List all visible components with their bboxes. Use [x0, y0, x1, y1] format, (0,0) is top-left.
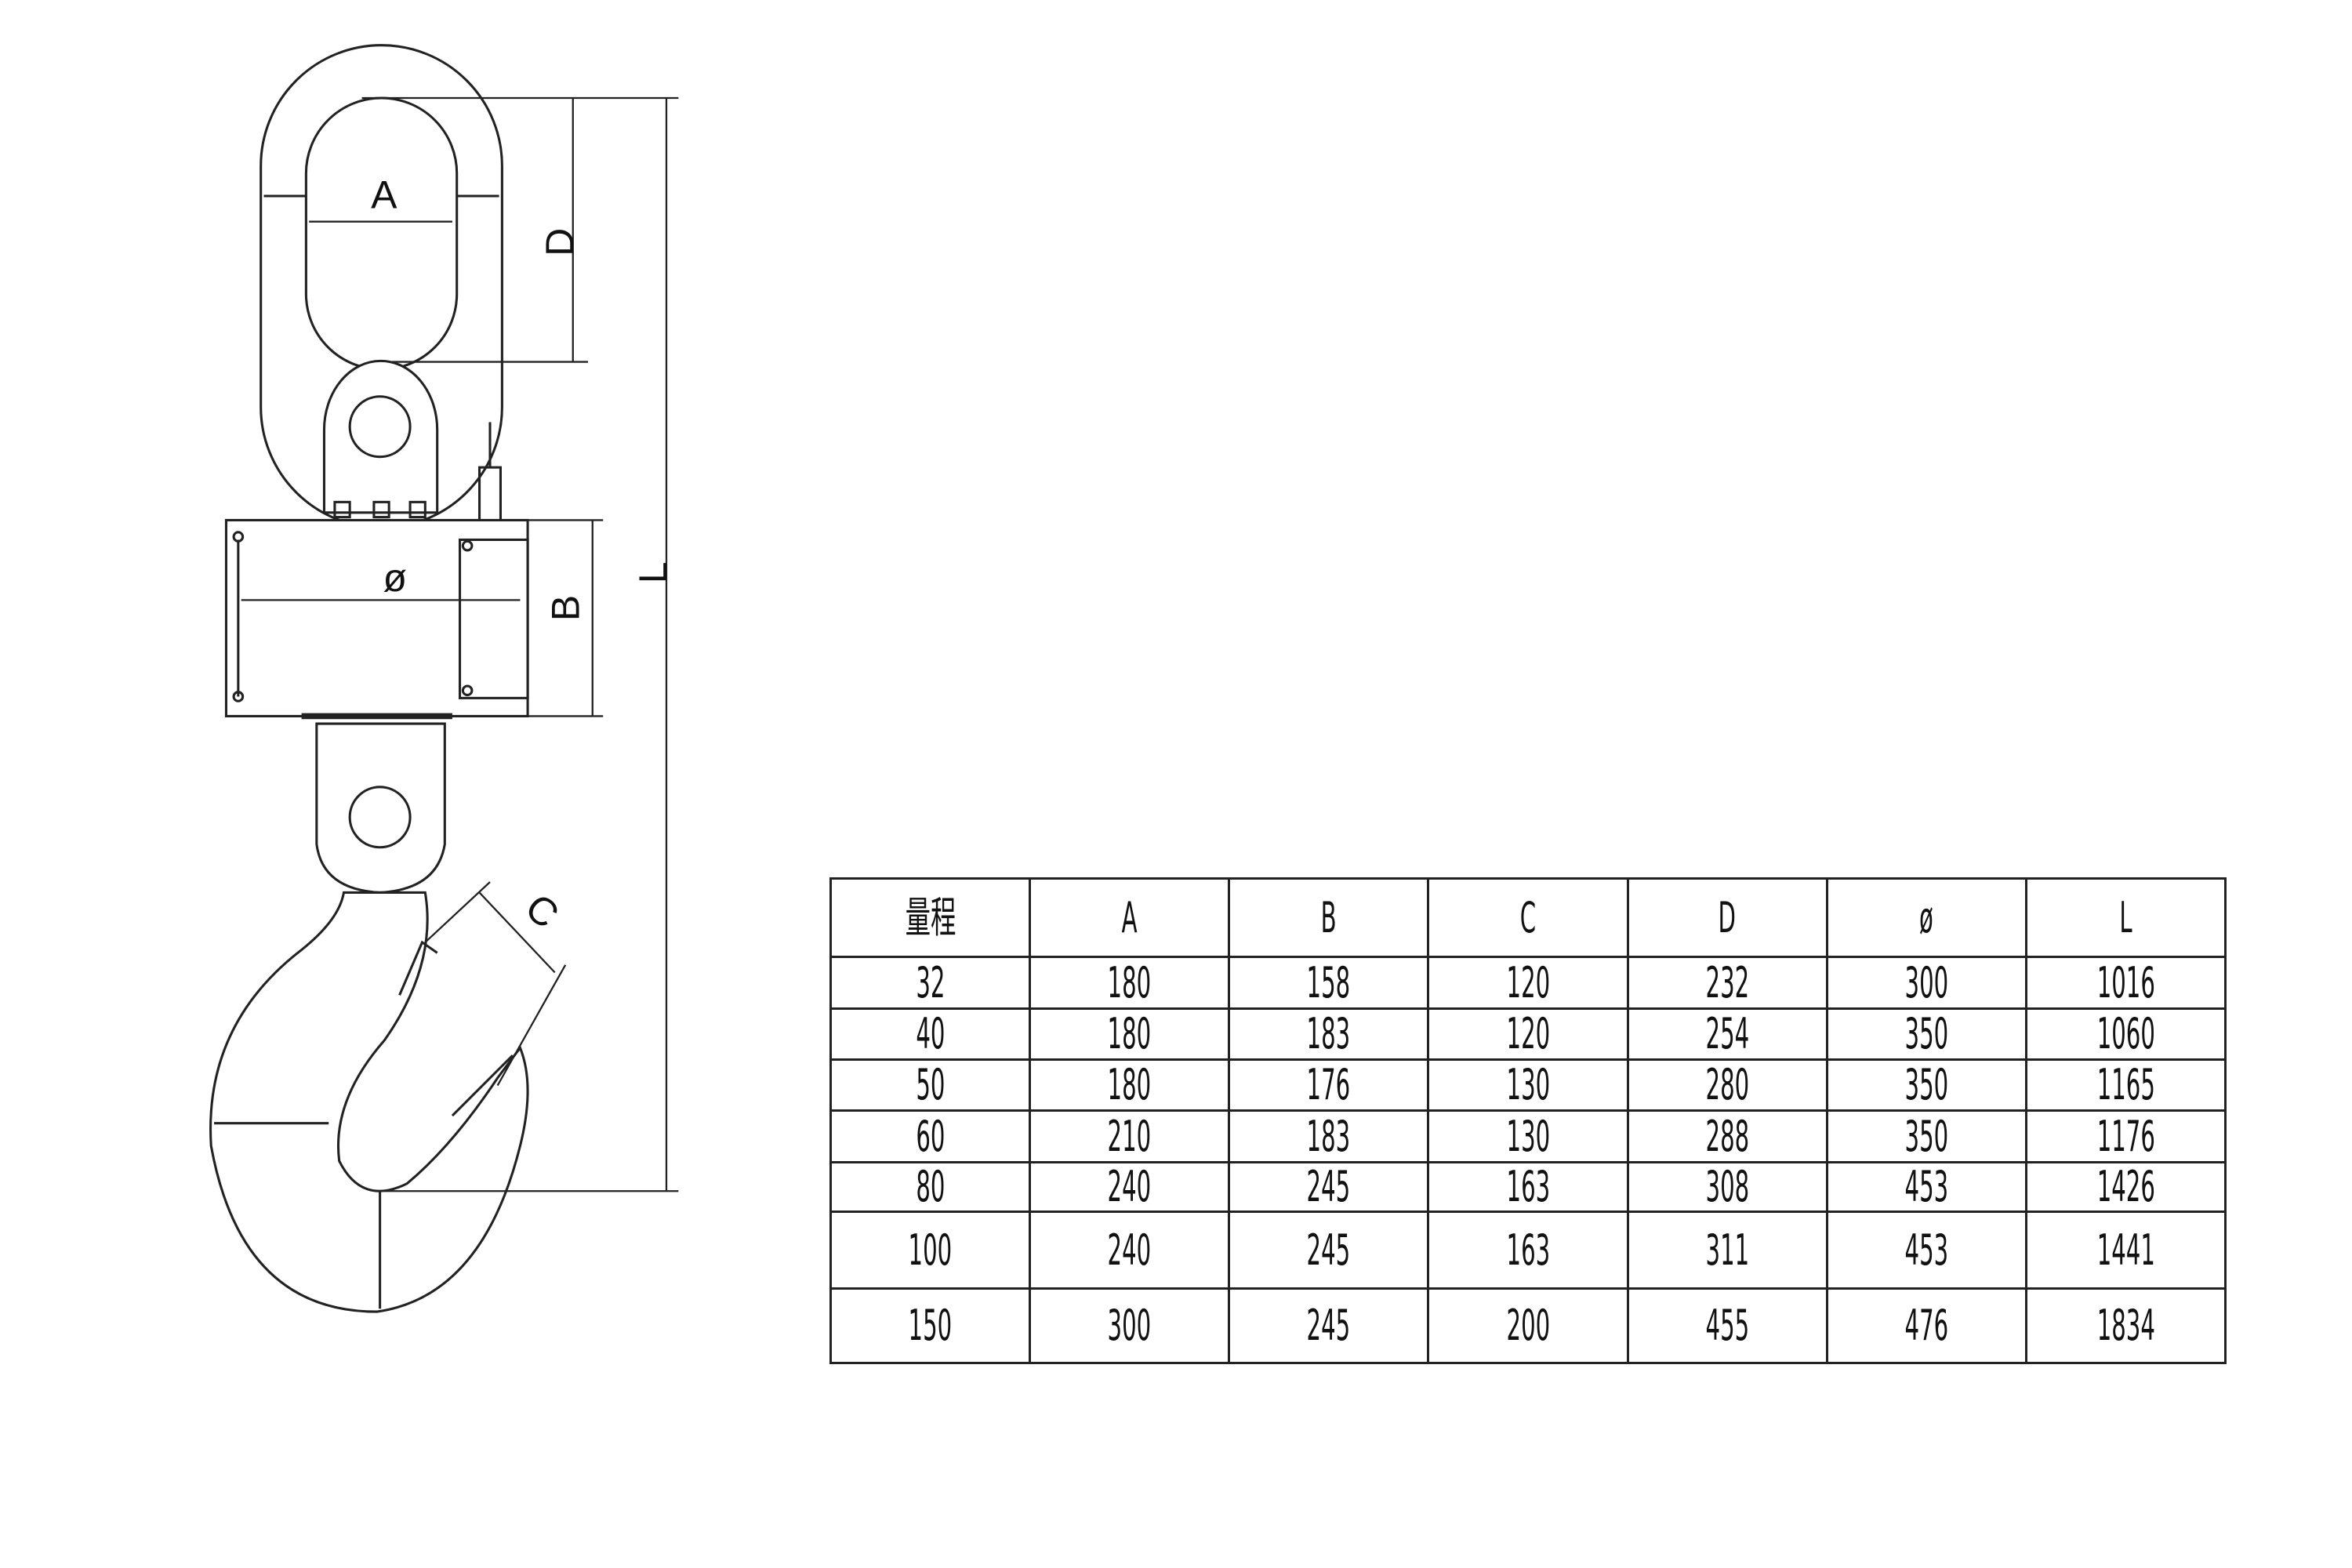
table-cell: 183	[1228, 1109, 1430, 1163]
table-cell: 311	[1626, 1210, 1828, 1290]
table-cell: 130	[1427, 1109, 1629, 1163]
upper-eye-plate	[322, 359, 502, 523]
dim-label-phi: ø	[383, 556, 407, 600]
table-cell: 455	[1626, 1287, 1828, 1364]
table-cell: 350	[1825, 1058, 2027, 1112]
dim-label-b: B	[543, 595, 587, 621]
hook	[209, 891, 529, 1313]
table-cell: 150	[829, 1287, 1032, 1364]
table-cell: 176	[1228, 1058, 1430, 1112]
table-cell: 453	[1825, 1161, 2027, 1213]
table-cell: 288	[1626, 1109, 1828, 1163]
table-cell: 40	[829, 1007, 1032, 1061]
dim-label-c: C	[517, 885, 568, 937]
dim-label-d: D	[538, 228, 582, 256]
table-cell: 80	[829, 1161, 1032, 1213]
table-cell: 130	[1427, 1058, 1629, 1112]
table-cell: 163	[1427, 1161, 1629, 1213]
header-c: C	[1427, 877, 1629, 958]
table-cell: 240	[1029, 1161, 1231, 1213]
table-cell: 32	[829, 956, 1032, 1010]
table-cell: 210	[1029, 1109, 1231, 1163]
header-phi: ø	[1825, 877, 2027, 958]
table-cell: 350	[1825, 1109, 2027, 1163]
table-cell: 50	[829, 1058, 1032, 1112]
dimension-lines	[241, 96, 679, 1192]
table-cell: 180	[1029, 1058, 1231, 1112]
table-cell: 1060	[2024, 1007, 2227, 1061]
table-cell: 280	[1626, 1058, 1828, 1112]
table-cell: 163	[1427, 1210, 1629, 1290]
table-cell: 240	[1029, 1210, 1231, 1290]
table-cell: 245	[1228, 1287, 1430, 1364]
table-cell: 1441	[2024, 1210, 2227, 1290]
header-d: D	[1626, 877, 1828, 958]
header-a: A	[1029, 877, 1231, 958]
table-cell: 100	[829, 1210, 1032, 1290]
table-cell: 60	[829, 1109, 1032, 1163]
table-cell: 350	[1825, 1007, 2027, 1061]
table-cell: 453	[1825, 1210, 2027, 1290]
table-cell: 1834	[2024, 1287, 2227, 1364]
header-b: B	[1228, 877, 1430, 958]
table-cell: 245	[1228, 1161, 1430, 1213]
table-cell: 308	[1626, 1161, 1828, 1213]
table-cell: 180	[1029, 1007, 1231, 1061]
dim-label-l: L	[631, 561, 675, 583]
table-cell: 232	[1626, 956, 1828, 1010]
table-cell: 300	[1029, 1287, 1231, 1364]
dim-label-a: A	[371, 172, 397, 216]
table-cell: 245	[1228, 1210, 1430, 1290]
header-capacity: 量程	[829, 877, 1032, 958]
table-cell: 476	[1825, 1287, 2027, 1364]
table-cell: 120	[1427, 1007, 1629, 1061]
table-cell: 1176	[2024, 1109, 2227, 1163]
table-cell: 200	[1427, 1287, 1629, 1364]
table-header-row: 量程 A B C D ø L	[829, 877, 2227, 958]
header-l: L	[2024, 877, 2227, 958]
table-cell: 1426	[2024, 1161, 2227, 1213]
table-cell: 183	[1228, 1007, 1430, 1061]
lower-eye-plate	[315, 722, 446, 895]
table-cell: 300	[1825, 956, 2027, 1010]
table-cell: 158	[1228, 956, 1430, 1010]
table-cell: 254	[1626, 1007, 1828, 1061]
table-cell: 120	[1427, 956, 1629, 1010]
table-cell: 1165	[2024, 1058, 2227, 1112]
table-cell: 1016	[2024, 956, 2227, 1010]
scale-body	[224, 518, 529, 720]
table-cell: 180	[1029, 956, 1231, 1010]
